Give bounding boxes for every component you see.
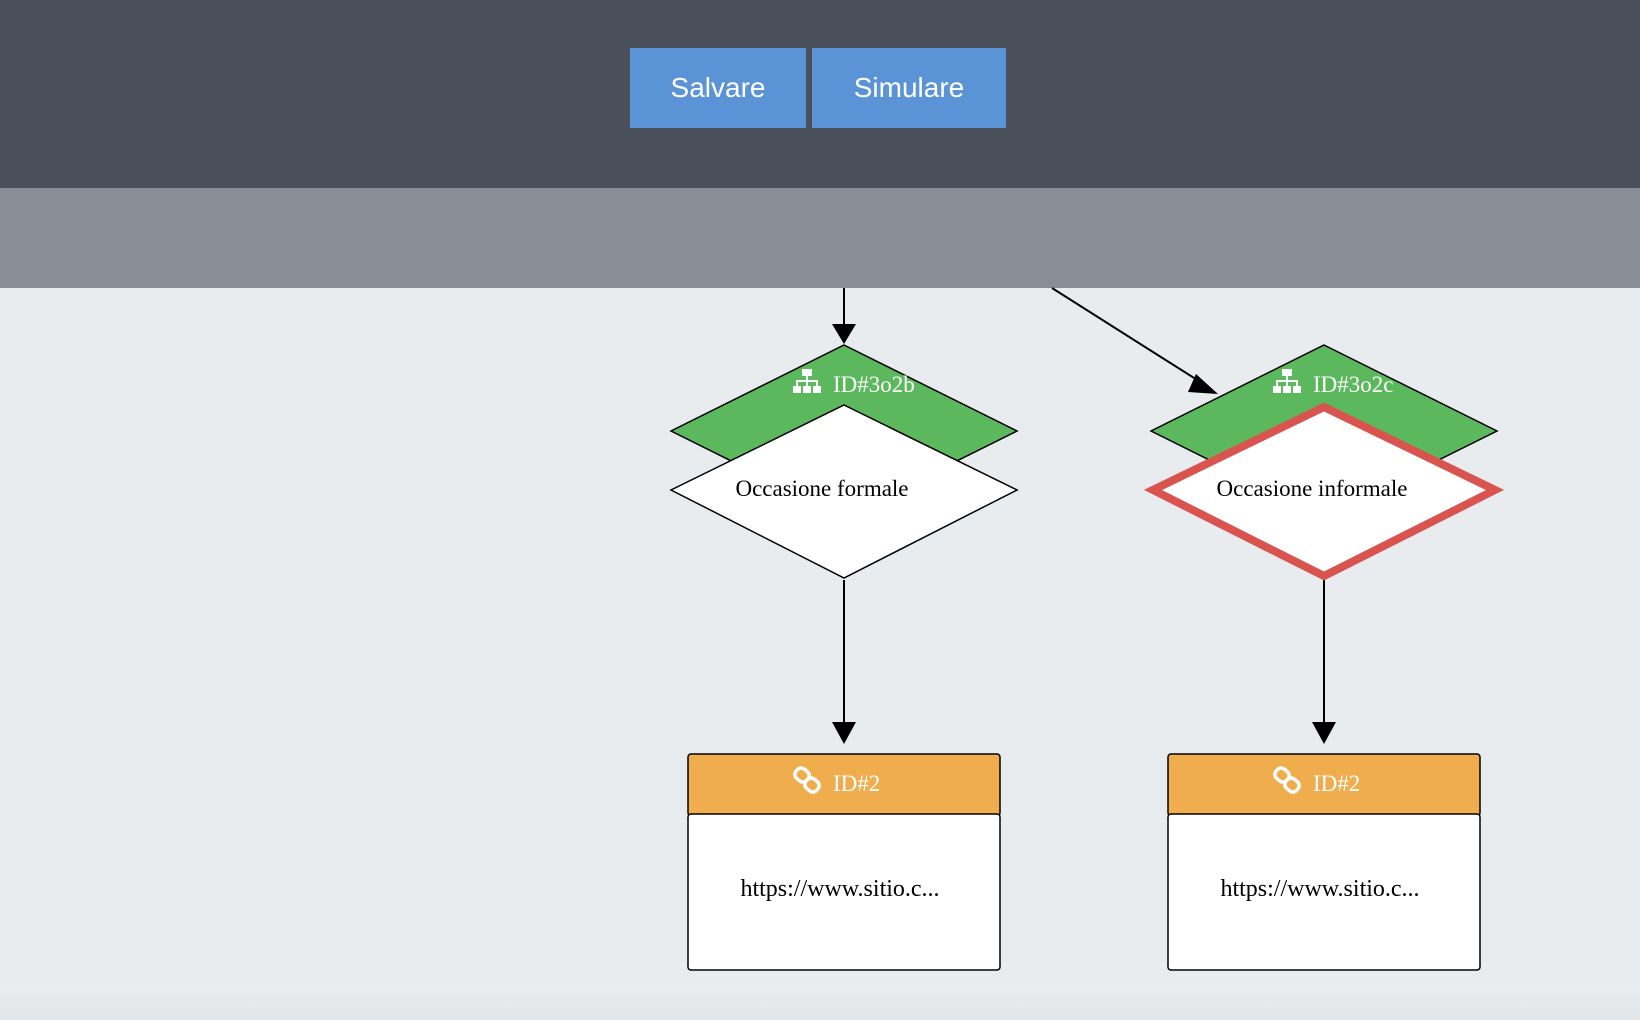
link-node-2[interactable]: ID#2 https://www.sitio.c... <box>1167 753 1481 971</box>
secondary-toolbar <box>0 188 1640 288</box>
simulate-button[interactable]: Simulare <box>812 48 1006 128</box>
link-node-id: ID#2 <box>1313 771 1360 796</box>
decision-node-1[interactable]: ID#3o2b Occasione formale <box>669 344 1019 579</box>
link-icon <box>793 766 821 794</box>
link-node-body <box>1167 813 1481 971</box>
link-node-1[interactable]: ID#2 https://www.sitio.c... <box>687 753 1001 971</box>
link-node-url: https://www.sitio.c... <box>740 876 939 902</box>
link-node-url: https://www.sitio.c... <box>1220 876 1419 902</box>
sitemap-icon <box>1273 369 1301 393</box>
decision-node-label: Occasione informale <box>1217 476 1408 501</box>
canvas-bottom-edge <box>0 984 1640 1020</box>
decision-node-body-selected <box>1143 402 1505 581</box>
connector-top-to-decision-1[interactable] <box>832 288 856 344</box>
link-node-id: ID#2 <box>833 771 880 796</box>
connector-decision-2-to-link-2[interactable] <box>1312 580 1336 744</box>
save-button[interactable]: Salvare <box>630 48 806 128</box>
decision-node-label: Occasione formale <box>735 476 908 501</box>
decision-node-body <box>669 404 1019 579</box>
link-node-body <box>687 813 1001 971</box>
decision-node-id: ID#3o2c <box>1313 372 1393 397</box>
connector-top-to-decision-2[interactable] <box>1051 287 1218 394</box>
decision-node-id: ID#3o2b <box>833 372 915 397</box>
connector-decision-1-to-link-1[interactable] <box>832 580 856 744</box>
sitemap-icon <box>793 369 821 393</box>
link-icon <box>1273 766 1301 794</box>
decision-node-2[interactable]: ID#3o2c Occasione informale <box>1143 344 1505 581</box>
